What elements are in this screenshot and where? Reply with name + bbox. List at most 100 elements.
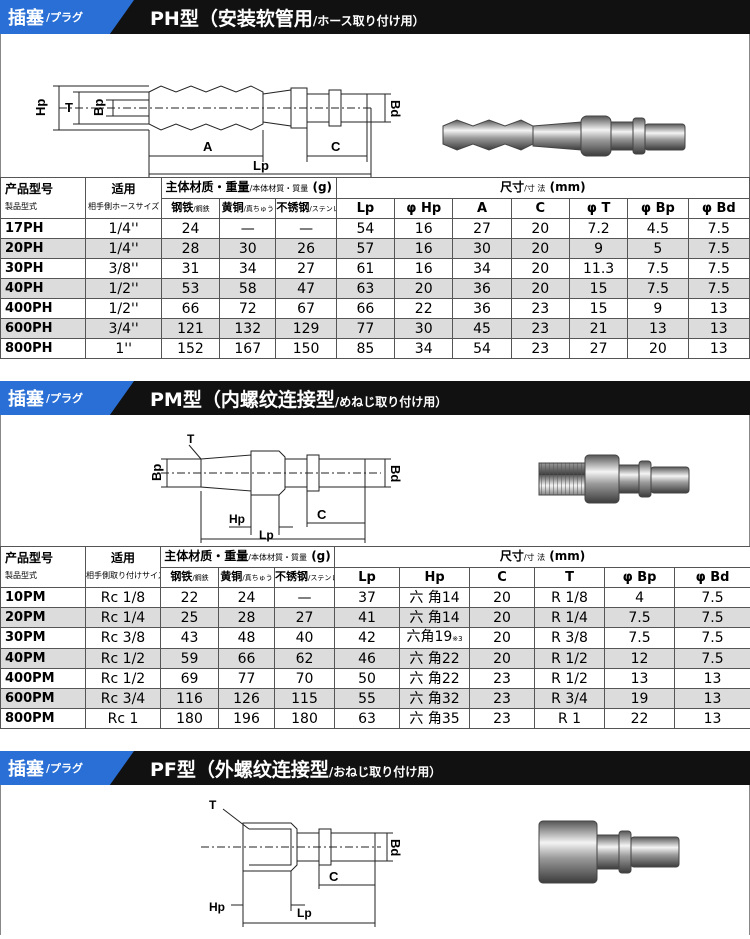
material-cell: 150: [276, 339, 336, 359]
pf-tag-big: 插塞: [8, 755, 44, 781]
dim-cell: 61: [336, 259, 394, 279]
ph-label-t: T: [65, 100, 73, 115]
material-cell: 58: [220, 279, 276, 299]
material-cell: 180: [161, 709, 219, 729]
material-cell: 24: [161, 219, 219, 239]
ph-col-model: 产品型号製品型式: [1, 178, 86, 219]
ph-dim-header-2: A: [453, 199, 511, 219]
pm-mat-header-2: 不锈钢/ステンレス: [275, 568, 335, 588]
dim-cell: 16: [395, 219, 453, 239]
dim-cell: 9: [569, 239, 627, 259]
dim-cell: 30: [453, 239, 511, 259]
model-cell: 10PM: [1, 588, 86, 608]
dim-cell: 41: [335, 608, 400, 628]
pm-col-material: 主体材质・重量/本体材質・質量 (g): [161, 547, 335, 568]
pm-mat-header-1: 黄铜/真ちゅう: [219, 568, 275, 588]
dim-cell: 4.5: [628, 219, 688, 239]
material-cell: 126: [219, 689, 275, 709]
apply-cell: 1'': [86, 339, 161, 359]
dim-cell: 20: [511, 239, 569, 259]
apply-cell: 1/2'': [86, 279, 161, 299]
pm-label-bp: Bp: [149, 464, 164, 481]
ph-dim-header-3: C: [511, 199, 569, 219]
dim-cell: 13: [675, 669, 750, 689]
model-cell: 40PH: [1, 279, 86, 299]
material-cell: 115: [275, 689, 335, 709]
dim-cell: 15: [569, 299, 627, 319]
model-cell: 800PM: [1, 709, 86, 729]
pm-col-dim: 尺寸/寸 法 (mm): [335, 547, 750, 568]
pm-tag-small: /プラグ: [46, 390, 83, 406]
ph-col-material: 主体材质・重量/本体材質・質量 (g): [161, 178, 336, 199]
material-cell: —: [220, 219, 276, 239]
dim-cell: 20: [628, 339, 688, 359]
dim-cell: 45: [453, 319, 511, 339]
material-cell: 27: [275, 608, 335, 628]
ph-spec-table: 产品型号製品型式 适用相手側ホースサイズ 主体材质・重量/本体材質・質量 (g)…: [0, 177, 750, 359]
apply-cell: 1/4'': [86, 239, 161, 259]
dim-cell: R 3/8: [535, 628, 605, 649]
ph-mat-header-2: 不锈钢/ステンレス: [276, 199, 336, 219]
material-cell: 40: [275, 628, 335, 649]
material-cell: 48: [219, 628, 275, 649]
pm-dim-header-1: Hp: [400, 568, 470, 588]
material-cell: 196: [219, 709, 275, 729]
model-cell: 30PM: [1, 628, 86, 649]
dim-cell: 7.2: [569, 219, 627, 239]
ph-dim-header-5: φ Bp: [628, 199, 688, 219]
pm-label-lp: Lp: [259, 528, 274, 542]
material-cell: 116: [161, 689, 219, 709]
ph-col-apply: 适用相手側ホースサイズ: [86, 178, 161, 219]
dim-cell: R 1/2: [535, 669, 605, 689]
dim-cell: 20: [470, 608, 535, 628]
pf-title-main: PF型（外螺纹连接型: [150, 759, 329, 781]
ph-mat-header-1: 黄铜/真ちゅう: [220, 199, 276, 219]
dim-cell: 13: [675, 689, 750, 709]
dim-cell: R 1: [535, 709, 605, 729]
apply-cell: 1/2'': [86, 299, 161, 319]
dim-cell: 20: [470, 649, 535, 669]
dim-cell: 23: [470, 709, 535, 729]
dim-cell: 55: [335, 689, 400, 709]
dim-cell: 54: [453, 339, 511, 359]
dim-cell: 50: [335, 669, 400, 689]
ph-dim-header-0: Lp: [336, 199, 394, 219]
dim-cell: 六 角32: [400, 689, 470, 709]
material-cell: 69: [161, 669, 219, 689]
dim-cell: 34: [453, 259, 511, 279]
pm-title-main: PM型（内螺纹连接型: [150, 389, 335, 411]
dim-cell: 5: [628, 239, 688, 259]
model-cell: 30PH: [1, 259, 86, 279]
material-cell: 25: [161, 608, 219, 628]
apply-cell: Rc 1/2: [86, 649, 161, 669]
dim-cell: 7.5: [688, 219, 749, 239]
pf-product-photo: [539, 821, 679, 883]
pf-dimension-drawing: T Bd C Hp Lp: [1, 785, 750, 935]
dim-cell: 7.5: [688, 239, 749, 259]
dim-cell: 46: [335, 649, 400, 669]
pf-section: 插塞 /プラグ PF型（外螺纹连接型/おねじ取り付け用）: [0, 751, 750, 935]
dim-cell: R 1/4: [535, 608, 605, 628]
dim-cell: 9: [628, 299, 688, 319]
ph-dim-header-6: φ Bd: [688, 199, 749, 219]
dim-cell: 22: [605, 709, 675, 729]
pf-label-c: C: [329, 869, 339, 884]
pm-tag-big: 插塞: [8, 385, 44, 411]
material-cell: 66: [161, 299, 219, 319]
ph-product-photo: [443, 116, 685, 156]
pf-tag-small: /プラグ: [46, 760, 83, 776]
pm-col-apply: 适用相手側取り付けサイズ: [86, 547, 161, 588]
material-cell: 152: [161, 339, 219, 359]
ph-section: 插塞 /プラグ PH型（安装软管用/ホース取り付け用）: [0, 0, 750, 359]
dim-cell: 27: [569, 339, 627, 359]
dim-cell: 13: [605, 669, 675, 689]
dim-cell: 7.5: [675, 608, 750, 628]
ph-title-sub: /ホース取り付け用）: [313, 14, 425, 28]
dim-cell: 六 角35: [400, 709, 470, 729]
material-cell: 27: [276, 259, 336, 279]
pm-pf-gap: [0, 729, 750, 751]
material-cell: 67: [276, 299, 336, 319]
